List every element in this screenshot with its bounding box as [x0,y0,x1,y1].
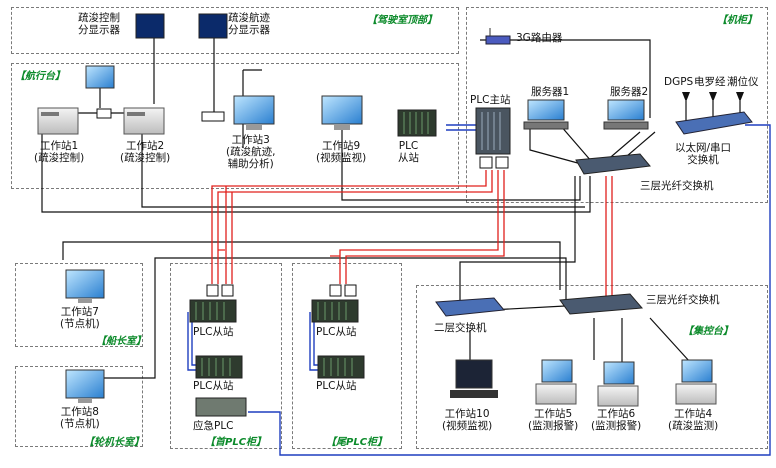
dredge-display-icon [135,13,165,39]
ws5-icon [535,359,577,405]
dredge-display-label: 疏浚控制 分显示器 [78,12,120,36]
cabinet-area [466,7,768,203]
ws9-icon [321,95,363,130]
ws9-label: 工作站9 (视频监视) [316,140,367,164]
eth-serial-switch-icon [675,111,753,135]
plc-slave-top-label: PLC 从站 [398,140,419,164]
l3-switch-b-icon [559,293,644,315]
track-display-label: 疏浚航迹 分显示器 [228,12,270,36]
ws10-label: 工作站10 (视频监视) [442,408,493,432]
captain-tag: 【船长室】 [96,336,146,347]
ws6-label: 工作站6 (监测报警) [591,408,642,432]
bow-plc-tag: 【首PLC柜】 [205,437,267,448]
stern-plc-tag: 【尾PLC柜】 [326,437,388,448]
ws6-icon [597,361,639,407]
nav-deck-tag: 【航行台】 [15,71,65,82]
emergency-plc-icon [195,397,247,417]
l3-switch-a-label: 三层光纤交换机 [640,180,714,192]
control-tag: 【集控台】 [683,326,733,337]
server2-label: 服务器2 [610,86,649,98]
ws3-label: 工作站3 (疏浚航迹, 辅助分析) [226,134,276,170]
ws3-icon [233,95,275,130]
bridge-top-area [11,7,459,54]
stern-plc2-label: PLC从站 [316,380,357,392]
server2-icon [603,99,649,130]
captain-area [15,263,143,347]
control-area [416,285,768,449]
router-label: 3G路由器 [516,32,563,44]
l2-switch-label: 二层交换机 [434,322,487,334]
fiber-lines [211,170,613,300]
plc-slave-top-icon [397,109,437,137]
bow-plc2-icon [195,355,243,379]
ws4-icon [675,359,717,405]
nav-deck-area [11,63,459,189]
ws7-icon [65,269,105,303]
stern-plc-area [292,263,402,449]
compass-label: 电罗经 [694,76,726,88]
cabinet-tag: 【机柜】 [717,15,757,26]
ws4-label: 工作站4 (疏浚监测) [668,408,719,432]
track-display-icon [198,13,228,39]
ws2-icon [123,107,165,135]
ws2-label: 工作站2 (疏浚控制) [120,140,171,164]
bridge-top-tag: 【驾驶室顶部】 [367,15,437,26]
sensor-arrow-icons [682,92,744,102]
l2-switch-icon [435,297,505,317]
bus-lines [187,124,771,456]
server1-icon [523,99,569,130]
ws1-monitor-icon [85,65,115,89]
stern-plc1-icon [311,299,359,323]
router-icon [485,28,511,45]
ws7-label: 工作站7 (节点机) [60,306,100,330]
l3-switch-a-icon [575,153,651,175]
stern-plc1-label: PLC从站 [316,326,357,338]
dgps-label: DGPS [664,76,694,88]
ethernet-lines [41,38,741,379]
connectors [96,108,509,297]
server1-label: 服务器1 [531,86,570,98]
emergency-plc-label: 应急PLC [193,420,234,432]
stern-plc2-icon [317,355,365,379]
ws5-label: 工作站5 (监测报警) [528,408,579,432]
plc-master-icon [475,107,511,155]
tide-label: 潮位仪 [727,76,759,88]
ws1-label: 工作站1 (疏浚控制) [34,140,85,164]
eth-serial-switch-label: 以太网/串口 交换机 [675,142,732,166]
bow-plc2-label: PLC从站 [193,380,234,392]
ws1-icon [37,107,79,135]
plc-master-label: PLC主站 [470,94,511,106]
l3-switch-b-label: 三层光纤交换机 [646,294,720,306]
bow-plc1-icon [189,299,237,323]
ws10-icon [450,359,498,398]
ws8-label: 工作站8 (节点机) [60,406,100,430]
ws8-icon [65,369,105,403]
bow-plc1-label: PLC从站 [193,326,234,338]
chief-engineer-tag: 【轮机长室】 [84,437,144,448]
chief-engineer-area [15,366,143,447]
